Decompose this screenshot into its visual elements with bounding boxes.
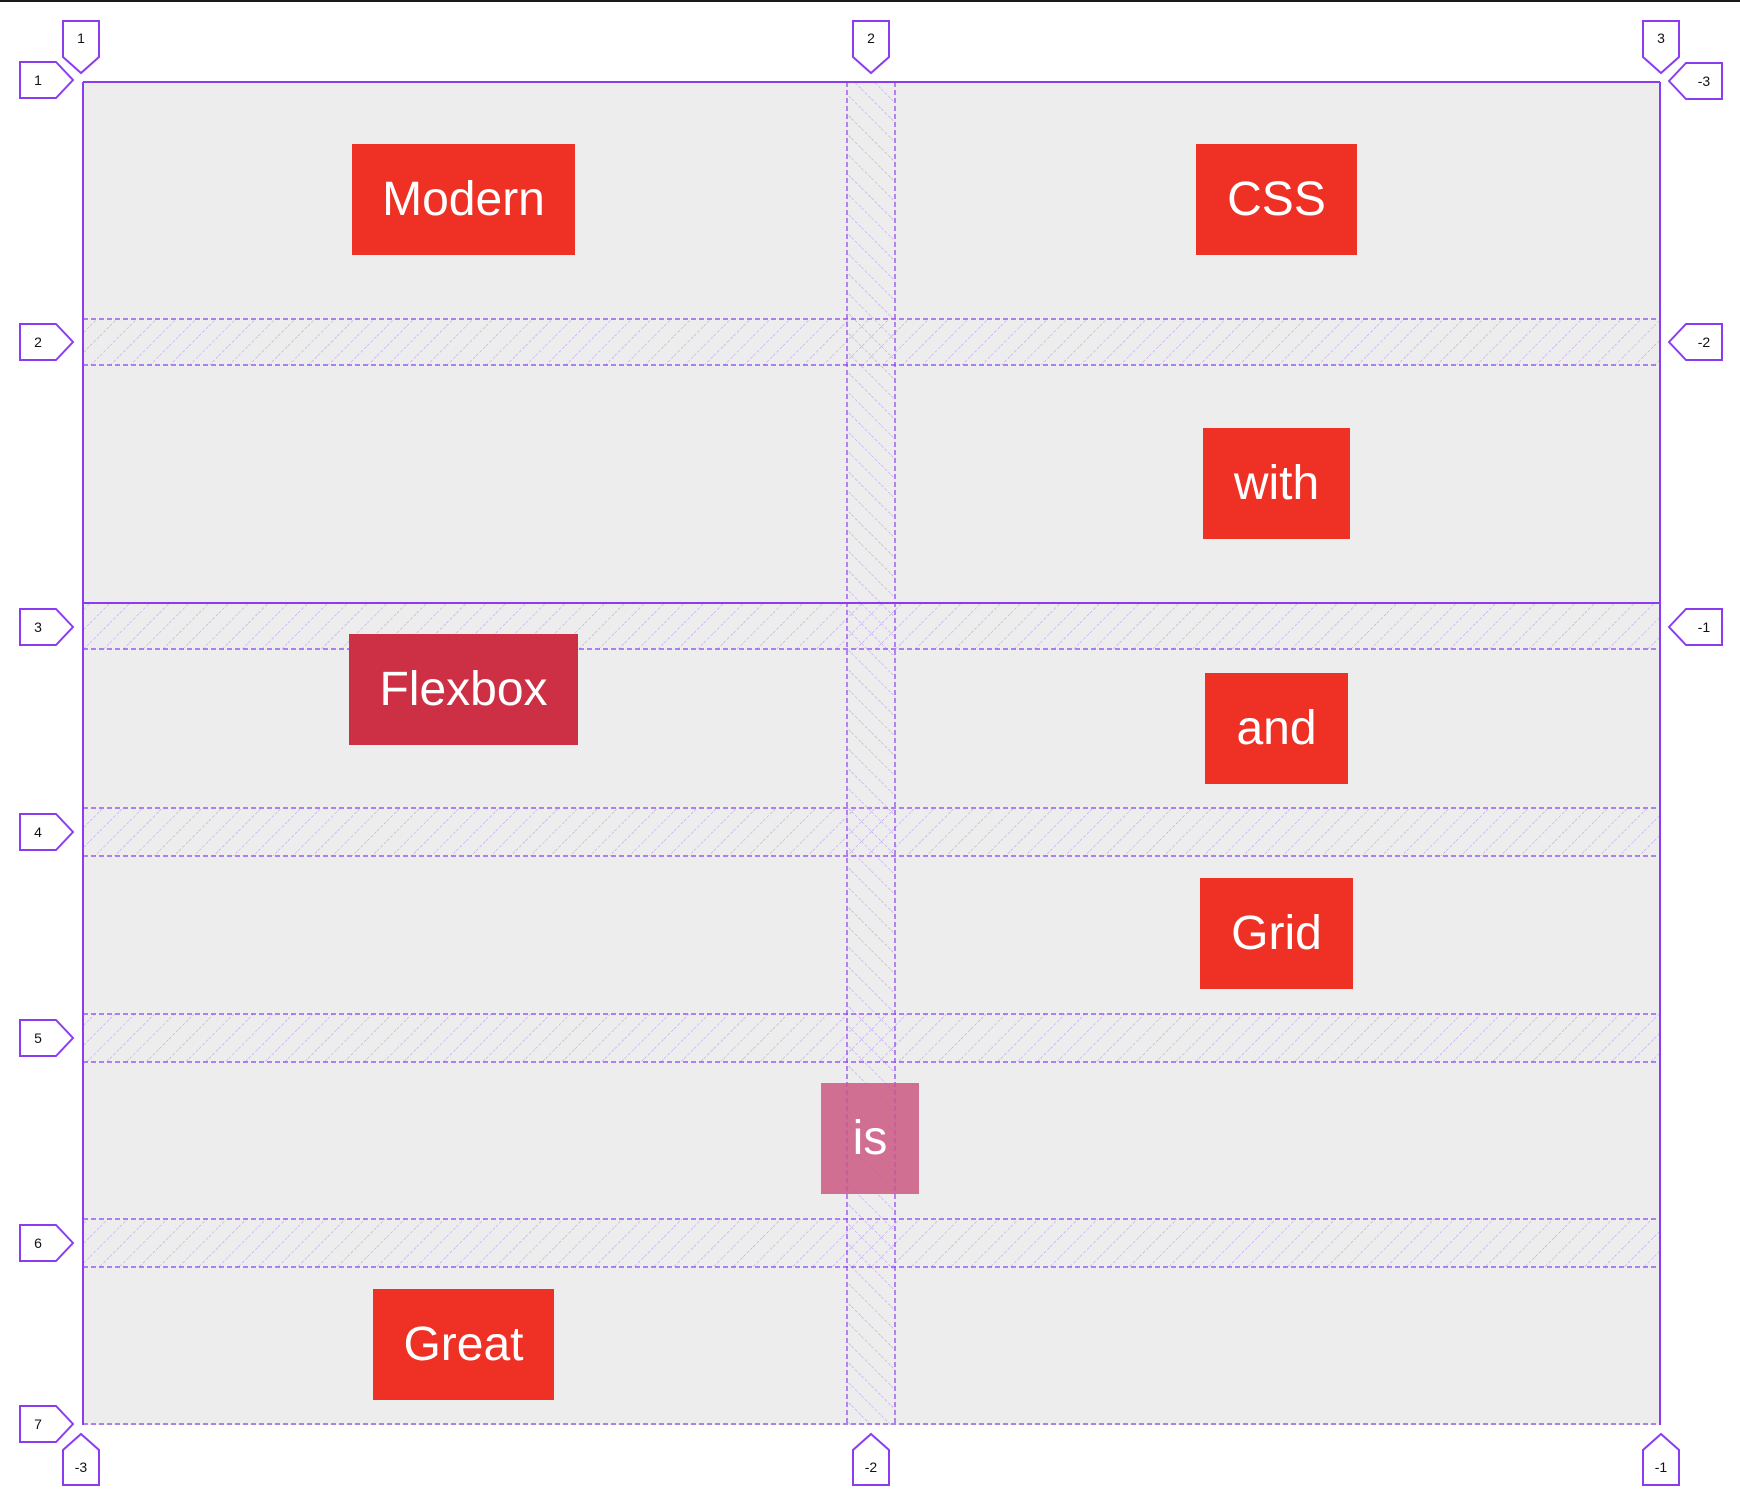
- word-modern: Modern: [382, 172, 545, 226]
- word-flexbox: Flexbox: [379, 662, 548, 716]
- track-lines: [83, 82, 1660, 1425]
- word-with: with: [1233, 456, 1320, 510]
- top-border: [0, 0, 1740, 2]
- column-gap: [847, 82, 895, 1425]
- word-css: CSS: [1227, 172, 1326, 226]
- grid-item-flexbox: Flexbox: [349, 634, 578, 745]
- word-and: and: [1236, 701, 1317, 755]
- grid-item-and: and: [1205, 673, 1348, 784]
- grid-item-modern: Modern: [352, 144, 575, 255]
- grid-item-grid: Grid: [1200, 878, 1353, 989]
- grid-item-great: Great: [373, 1289, 554, 1400]
- word-grid: Grid: [1231, 906, 1322, 960]
- grid-item-is: is: [821, 1083, 919, 1194]
- grid-outline: [82, 81, 1661, 1425]
- grid-item-css: CSS: [1196, 144, 1357, 255]
- word-is: is: [852, 1111, 888, 1165]
- grid-item-with: with: [1203, 428, 1350, 539]
- word-great: Great: [403, 1317, 524, 1371]
